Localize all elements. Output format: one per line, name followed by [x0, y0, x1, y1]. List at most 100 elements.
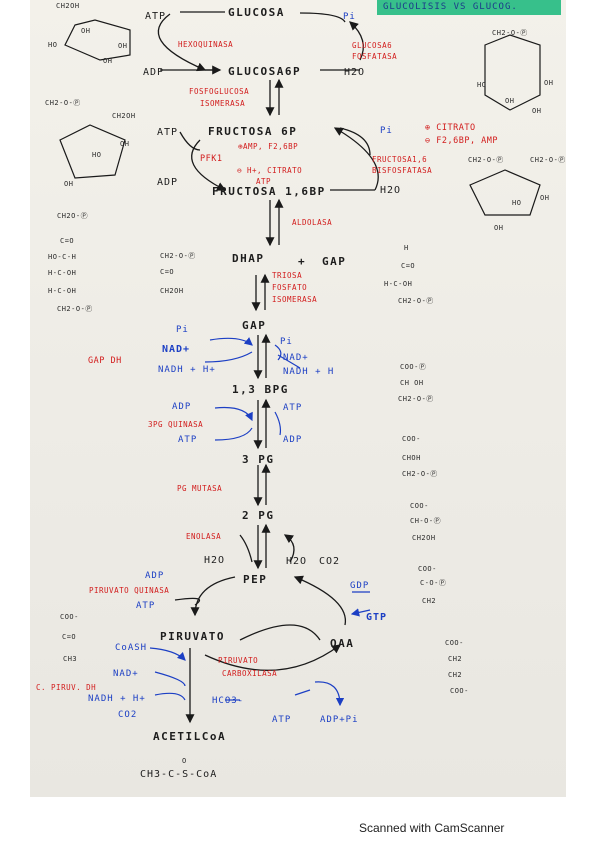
cofactor-atp: ATP: [272, 715, 292, 725]
metabolite-13bpg: 1,3 BPG: [232, 383, 289, 396]
cofactor-atp: ATP: [157, 127, 179, 138]
bpg-c2: CH OH: [400, 379, 424, 387]
pg3-c2: CHOH: [402, 454, 421, 462]
oaa-c4: COO-: [450, 687, 469, 695]
metabolite-oaa: OAA: [330, 637, 355, 650]
dhap-c1: CH2-O-Ⓟ: [160, 252, 196, 260]
g6p-oh: OH: [505, 97, 515, 105]
enzyme-fbpase-line1: FRUCTOSA1,6: [372, 155, 428, 164]
pfk1-inhibitors-line2: ATP: [256, 177, 272, 186]
pg3-c1: COO-: [402, 435, 421, 443]
fbpase-activators: ⊕ CITRATO: [425, 123, 476, 133]
piruvato-c3: CH3: [63, 655, 78, 663]
cofactor-hco3: HCO3-: [212, 696, 245, 706]
cofactor-adp-pi: ADP+Pi: [320, 715, 359, 725]
pg2-c3: CH2OH: [412, 534, 436, 542]
pg3-c3: CH2-O-Ⓟ: [402, 470, 438, 478]
cofactor-gtp: GTP: [366, 612, 388, 623]
linear-fructose-c2: C=O: [60, 237, 75, 245]
cofactor-atp: ATP: [283, 403, 303, 413]
f6p-ho: HO: [92, 151, 102, 159]
oaa-c1: COO-: [445, 639, 464, 647]
f16bp-ho: HO: [512, 199, 522, 207]
cofactor-atp: ATP: [178, 435, 198, 445]
pg2-c2: CH-O-Ⓟ: [410, 517, 442, 525]
glucose-oh: OH: [103, 57, 113, 65]
page-title: GLUCOLISIS VS GLUCOG.: [377, 0, 561, 15]
enzyme-piruvato-quinasa: PIRUVATO QUINASA: [89, 586, 170, 595]
metabolite-glucosa6p: GLUCOSA6P: [228, 65, 302, 78]
cofactor-adp: ADP: [145, 571, 165, 581]
enzyme-3pg-quinasa: 3PG QUINASA: [148, 420, 204, 429]
enzyme-pgi-line1: FOSFOGLUCOSA: [189, 87, 250, 96]
cofactor-pi: Pi: [280, 337, 293, 347]
metabolite-2pg: 2 PG: [242, 509, 275, 522]
metabolite-glucosa: GLUCOSA: [228, 6, 285, 19]
enzyme-fbpase-line2: BISFOSFATASA: [372, 166, 433, 175]
metabolite-piruvato: PIRUVATO: [160, 630, 225, 643]
metabolite-gap: GAP: [322, 255, 347, 268]
pfk1-inhibitors-line1: ⊖ H+, CITRATO: [237, 166, 303, 175]
dhap-c2: C=O: [160, 268, 175, 276]
metabolite-fructosa16bp: FRUCTOSA 1,6BP: [212, 185, 326, 198]
cofactor-nadh: NADH + H+: [158, 365, 216, 375]
cofactor-adp: ADP: [157, 177, 179, 188]
enzyme-pgi-line2: ISOMERASA: [200, 99, 246, 108]
cofactor-h2o: H2O: [286, 556, 308, 567]
g6p-oh: OH: [544, 79, 554, 87]
f16bp-oh: OH: [494, 224, 504, 232]
dhap-c3: CH2OH: [160, 287, 184, 295]
f16bp-oh: OH: [540, 194, 550, 202]
fbpase-inhibitors: ⊖ F2,6BP, AMP: [425, 136, 499, 146]
linear-fructose-c5: H-C-OH: [48, 287, 77, 295]
pfk1-activators: ⊕AMP, F2,6BP: [238, 142, 299, 151]
cofactor-h2o: H2O: [204, 555, 226, 566]
glucose-oh: OH: [118, 42, 128, 50]
cofactor-h2o: H2O: [380, 185, 402, 196]
cofactor-atp: ATP: [136, 601, 156, 611]
cofactor-nad: NAD+: [113, 669, 139, 679]
f6p-ch2oh: CH2OH: [112, 112, 136, 120]
metabolite-3pg: 3 PG: [242, 453, 275, 466]
enzyme-pc-line1: PIRUVATO: [218, 656, 259, 665]
enzyme-g6pase-line1: GLUCOSA6: [352, 41, 393, 50]
f16bp-ch2op: CH2-O-Ⓟ: [530, 156, 566, 164]
g6p-oh: OH: [532, 107, 542, 115]
cofactor-adp: ADP: [143, 67, 165, 78]
piruvato-c2: C=O: [62, 633, 77, 641]
enzyme-c-piruv-dh: C. PIRUV. DH: [36, 683, 97, 692]
cofactor-h2o: H2O: [344, 67, 366, 78]
metabolite-fructosa6p: FRUCTOSA 6P: [208, 125, 298, 138]
cofactor-nad: NAD+: [283, 353, 309, 363]
cofactor-co2: CO2: [118, 710, 138, 720]
enzyme-pc-line2: CARBOXILASA: [222, 669, 278, 678]
gap-c2: H-C-OH: [384, 280, 413, 288]
cofactor-co2: CO2: [319, 556, 341, 567]
plus-sign: +: [298, 255, 307, 268]
f6p-ch2op: CH2-O-Ⓟ: [45, 99, 81, 107]
enzyme-tpi-line1: TRIOSA: [272, 271, 303, 280]
cofactor-adp: ADP: [172, 402, 192, 412]
f6p-oh: OH: [120, 140, 130, 148]
cofactor-coash: CoASH: [115, 643, 148, 653]
oaa-c2: CH2: [448, 655, 463, 663]
enzyme-g6pase-line2: FOSFATASA: [352, 52, 398, 61]
cofactor-adp: ADP: [283, 435, 303, 445]
acetilcoa-formula: CH3-C-S-CoA: [140, 769, 218, 780]
linear-fructose-c1: CH2O-Ⓟ: [57, 212, 89, 220]
pep-c3: CH2: [422, 597, 437, 605]
cofactor-nadh: NADH + H: [283, 367, 335, 377]
gap-c1: C=O: [401, 262, 416, 270]
ring-structures: [59, 19, 541, 216]
scanner-watermark: Scanned with CamScanner: [359, 821, 505, 835]
enzyme-gap-dh: GAP DH: [88, 356, 122, 366]
enzyme-tpi-line2: FOSFATO: [272, 283, 308, 292]
enzyme-pfk1: PFK1: [200, 154, 223, 164]
pep-c1: COO-: [418, 565, 437, 573]
pep-c2: C-O-Ⓟ: [420, 579, 447, 587]
oaa-c3: CH2: [448, 671, 463, 679]
f16bp-ch2op: CH2-O-Ⓟ: [468, 156, 504, 164]
acetilcoa-o: O: [182, 757, 187, 765]
notebook-page: [30, 0, 566, 797]
